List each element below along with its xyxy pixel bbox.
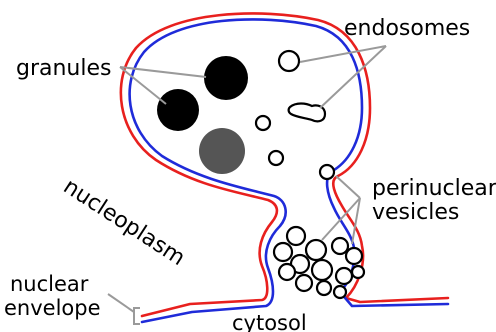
label-granules: granules xyxy=(16,56,112,81)
leader-endosomes-2 xyxy=(320,46,386,108)
label-cytosol: cytosol xyxy=(232,311,307,332)
endosome-low xyxy=(269,151,283,165)
endosome-tubular xyxy=(289,104,325,122)
nuclear-envelope-bracket xyxy=(134,308,140,324)
granule-grey xyxy=(199,128,245,174)
endosome-top xyxy=(279,51,299,71)
perinuclear-vesicle-single xyxy=(320,165,334,179)
leader-endosomes-1 xyxy=(300,46,386,62)
label-vesicles: vesicles xyxy=(372,200,459,225)
label-nuclear: nuclear xyxy=(10,272,89,296)
label-endosomes: endosomes xyxy=(344,16,470,41)
leader-perinuclear-1 xyxy=(336,176,360,198)
label-nucleoplasm: nucleoplasm xyxy=(59,174,190,271)
leader-nuclear-envelope xyxy=(108,294,134,312)
label-perinuclear: perinuclear xyxy=(372,176,496,201)
label-envelope: envelope xyxy=(4,296,101,320)
endosome-small xyxy=(256,116,270,130)
granule-large xyxy=(204,56,248,100)
granule-left xyxy=(157,89,199,131)
